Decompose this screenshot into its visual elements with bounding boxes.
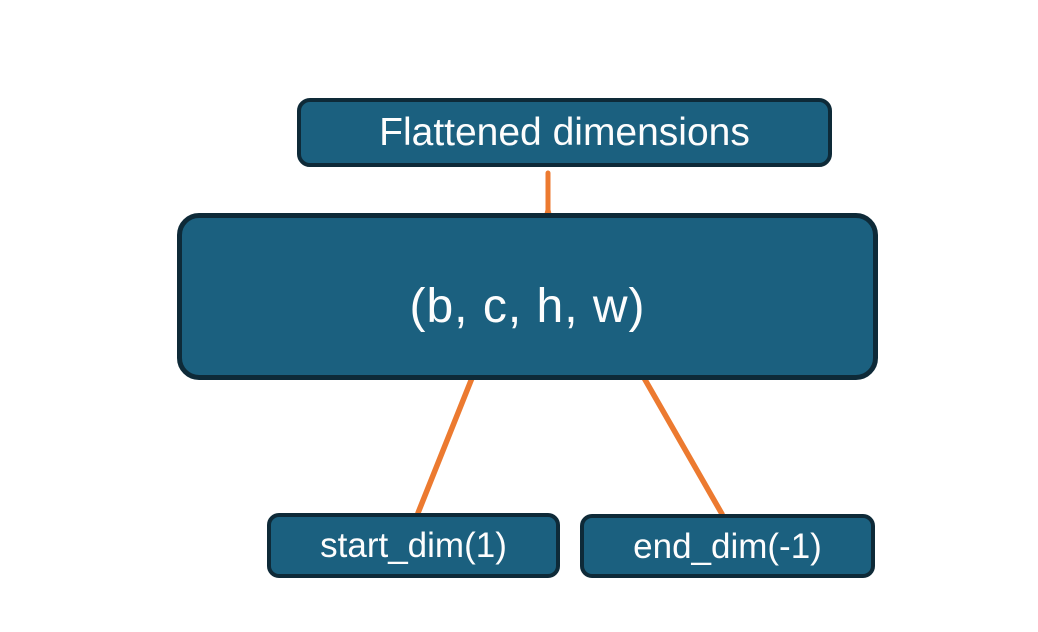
flattened-dimensions-box: Flattened dimensions <box>297 98 832 167</box>
start-dim-box: start_dim(1) <box>267 513 560 578</box>
start-dim-label: start_dim(1) <box>320 526 507 565</box>
tensor-shape-box: (b, c, h, w) <box>177 213 878 380</box>
end-dim-box: end_dim(-1) <box>580 514 875 578</box>
flattened-dimensions-label: Flattened dimensions <box>379 111 750 154</box>
end-dim-label: end_dim(-1) <box>633 526 822 566</box>
tensor-shape-label: (b, c, h, w) <box>409 279 646 333</box>
